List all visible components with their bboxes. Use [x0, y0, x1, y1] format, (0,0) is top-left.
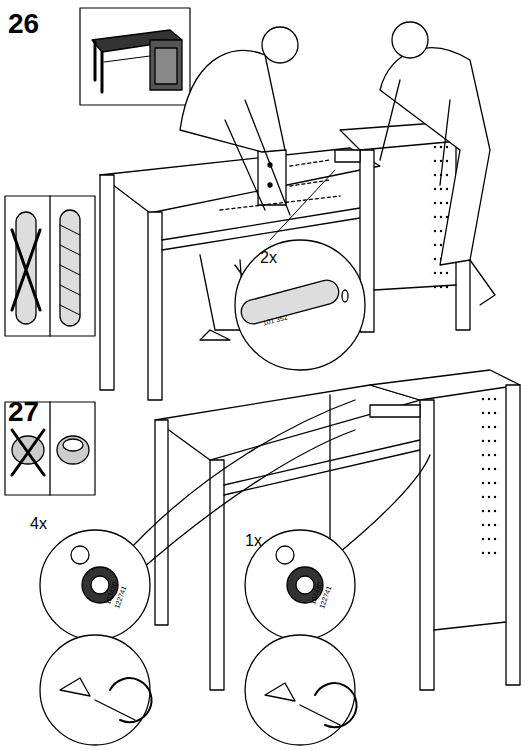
step-number: 26 — [8, 10, 39, 38]
quantity: 4x — [30, 516, 47, 532]
quantity: 1x — [245, 533, 262, 549]
quantity: 2x — [260, 250, 277, 266]
step-number: 27 — [8, 398, 39, 426]
